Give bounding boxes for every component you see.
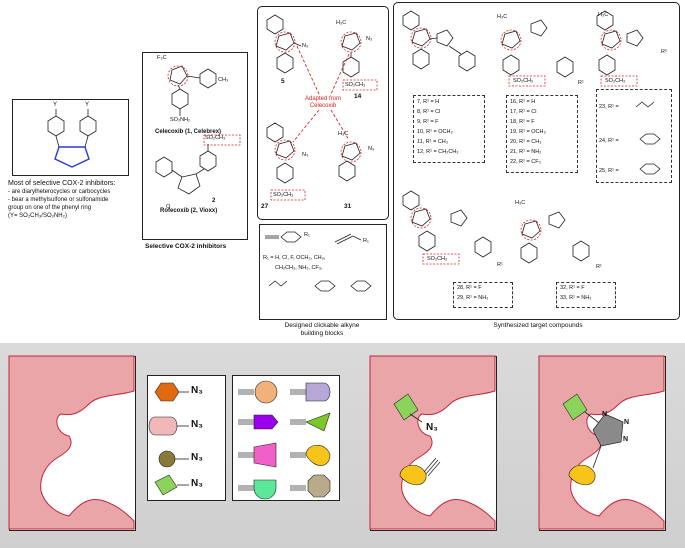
triazole-n-2: N (624, 419, 630, 426)
list-a-0: 7, R¹ = H (417, 99, 440, 105)
scaffold-y-left: Y (53, 102, 58, 108)
synth-so2ch3-b: SO₂CH₃ (513, 78, 534, 84)
list-c-0: 23, R¹ = (599, 104, 619, 110)
cox2-caption: Selective COX-2 inhibitors (145, 243, 227, 250)
adapted-h3c-31: H₃C (338, 131, 349, 137)
alkyne-r1-propargyl: R₁ (363, 238, 369, 244)
synth-r1-b: R¹ (578, 80, 584, 86)
list-compounds-28-29 (453, 282, 513, 308)
synthesized-structures (402, 10, 644, 265)
list-compounds-16-22 (506, 95, 578, 173)
pocket-azide-n3: N₃ (426, 422, 438, 433)
compound-14-number: 14 (354, 93, 362, 100)
scaffold-box (12, 99, 129, 176)
pocket-empty-shape (8, 355, 135, 530)
list-a-1: 8, R¹ = Cl (417, 109, 441, 115)
synth-r1-d: R¹ (497, 262, 503, 268)
list-b-4: 20, R¹ = CH₃ (510, 139, 542, 145)
adapted-n3-14: N₃ (366, 36, 373, 42)
list-c-2: 25, R¹ = (599, 168, 619, 174)
celecoxib-so2nh2: SO₂NH₂ (170, 117, 191, 123)
pocket-triazole-shape (538, 355, 665, 530)
list-a-2: 9, R¹ = F (417, 119, 439, 125)
alkyne-fragments (238, 380, 331, 500)
intro-line-4: group on one of the phenyl ring (8, 205, 92, 211)
list-b-2: 18, R¹ = F (510, 119, 535, 125)
rofecoxib-o: O (166, 204, 171, 210)
list-b-5: 21, R¹ = NH₂ (510, 149, 542, 155)
alkyne-caption: Designed clickable alkyne building block… (284, 322, 360, 337)
azide-n3-4: N₃ (191, 478, 203, 489)
list-a-4: 11, R¹ = CH₃ (417, 139, 449, 145)
cox2-inhibitors-box (142, 52, 248, 240)
intro-line-5: (Y= SO₂CH₃/SO₂NH₂) (8, 213, 67, 219)
adapted-azides-structures (266, 14, 378, 201)
celecoxib-ch3: CH₃ (218, 77, 229, 83)
compound-5-number: 5 (281, 78, 285, 85)
adapted-so2ch3-14: SO₂CH₃ (345, 82, 366, 88)
adapted-from-celecoxib: Adapted from Celecoxib (305, 96, 342, 109)
celecoxib-structure (155, 65, 241, 195)
list-d-1: 29, R¹ = NH₂ (457, 295, 489, 301)
azide-n3-1: N₃ (191, 385, 203, 396)
celecoxib-name: Celecoxib (1, Celebrex) (155, 129, 222, 135)
intro-line-2: - are diarylheterocycles or carbocycles (8, 189, 111, 195)
compound-31-number: 31 (344, 203, 352, 210)
list-b-3: 19, R¹ = OCH₃ (510, 129, 546, 135)
list-b-1: 17, R¹ = Cl (510, 109, 537, 115)
synth-r2-c: R² (661, 49, 667, 55)
pocket-fragments-shape (369, 355, 496, 530)
rofecoxib-so2ch3: SO₂CH₃ (205, 135, 226, 141)
synth-r1-e: R¹ (596, 264, 602, 270)
list-e-0: 32, R¹ = F (560, 285, 585, 291)
celecoxib-cf3: F₃C (157, 55, 167, 61)
alkyne-r1-definition-1: R₁ = H, Cl, F, OCH₃, CH₃, (263, 255, 326, 261)
rofecoxib-number: 2 (212, 198, 216, 204)
azide-n3-3: N₃ (191, 452, 203, 463)
azide-fragments (148, 382, 189, 496)
list-c-1: 24, R¹ = (599, 138, 619, 144)
alkyne-structures (265, 231, 372, 292)
list-c-substituents (635, 101, 661, 175)
adapted-azides-box (257, 6, 389, 220)
list-b-0: 16, R¹ = H (510, 99, 536, 105)
adapted-n3-27: N₃ (302, 152, 309, 158)
triazole-n-1: N (602, 411, 608, 418)
intro-line-1: Most of selective COX-2 inhibitors: (8, 180, 116, 187)
synth-so2ch3-c: SO₂CH₃ (605, 78, 626, 84)
adapted-so2ch3-27: SO₂CH₃ (273, 192, 294, 198)
adapted-n3-31: N₃ (368, 146, 375, 152)
adapted-h3c-14: H₃C (336, 20, 347, 26)
synth-h3c-e: H₃C (515, 200, 526, 206)
alkyne-r1-aryl: R₁ (304, 232, 310, 238)
list-compounds-7-12 (413, 95, 485, 163)
compound-27-number: 27 (261, 203, 269, 210)
rofecoxib-name: Rofecoxib (2, Vioxx) (160, 208, 218, 214)
list-e-1: 33, R¹ = NH₂ (560, 295, 592, 301)
scaffold-y-right: Y (85, 102, 90, 108)
list-d-0: 28, R¹ = F (457, 285, 482, 291)
adapted-n3-5: N₃ (302, 43, 309, 49)
synth-so2ch3-d: SO₂CH₃ (427, 256, 448, 262)
list-a-3: 10, R¹ = OCH₃ (417, 129, 453, 135)
synth-caption: Synthesized target compounds (493, 322, 583, 329)
list-b-6: 22, R¹ = CF₃ (510, 159, 541, 165)
alkyne-r1-definition-2: CH₂CH₃, NH₂, CF₃, (275, 265, 323, 271)
synth-h3c-b: H₃C (497, 14, 508, 20)
triazole-n-3: N (623, 436, 629, 443)
list-compounds-32-33 (556, 282, 616, 308)
scaffold-structure (47, 109, 97, 168)
intro-line-3: - bear a methylsulfone or sulfonamide (8, 197, 109, 203)
list-compounds-23-25 (596, 89, 672, 183)
list-a-5: 12, R¹ = CH₂CH₃ (417, 149, 459, 155)
azide-n3-2: N₃ (191, 419, 203, 430)
synth-h3c-c: H₃C (598, 12, 609, 18)
alkyne-blocks-box (259, 224, 387, 320)
